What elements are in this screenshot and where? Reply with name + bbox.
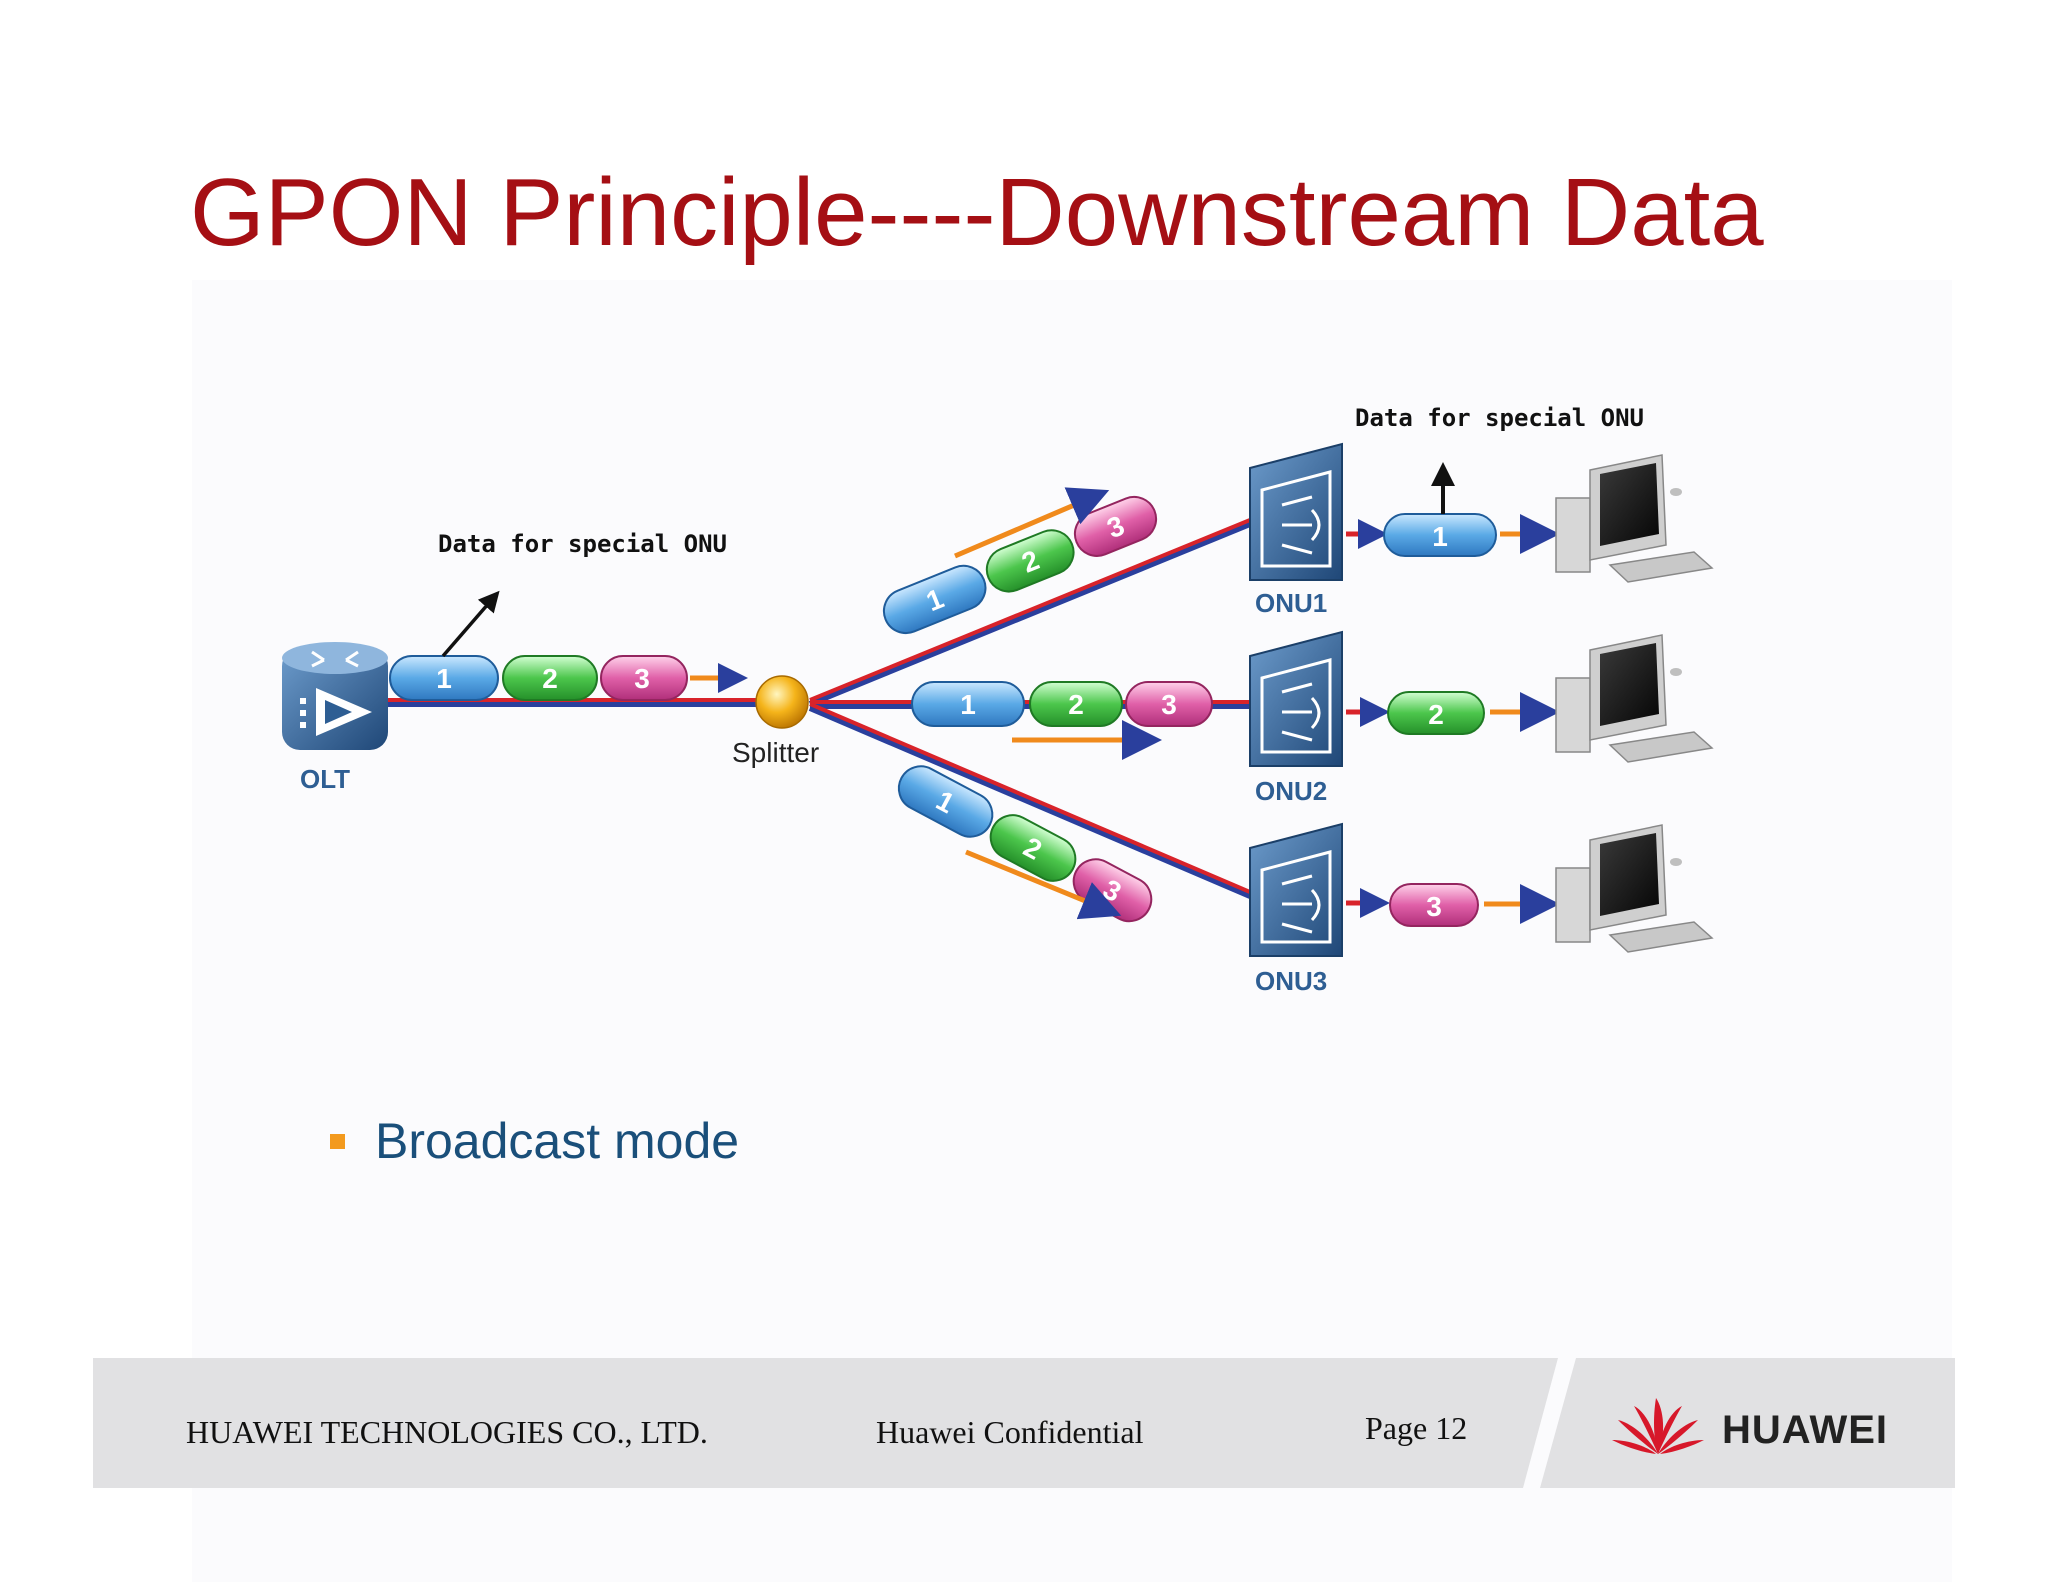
- olt-packet-3: 3: [600, 655, 688, 701]
- branch3-packet-2: 2: [989, 814, 1077, 882]
- olt-packet-1: 1: [389, 655, 499, 701]
- olt-packet-2-label: 2: [542, 663, 558, 694]
- delivered-packet-2: 2: [1387, 691, 1485, 735]
- delivered-packet-1: 1: [1383, 513, 1497, 557]
- branch1-packet-1: 1: [882, 564, 987, 635]
- onu3-label: ONU3: [1255, 966, 1327, 996]
- branch2-packet-1-label: 1: [960, 689, 976, 720]
- splitter-label: Splitter: [732, 737, 819, 768]
- fiber-branch-1: [808, 518, 1252, 707]
- branch2-packet-1: 1: [911, 681, 1025, 727]
- onu2-label: ONU2: [1255, 776, 1327, 806]
- slide-title: GPON Principle----Downstream Data: [190, 159, 1764, 266]
- branch2-packets: 1 2 3: [911, 681, 1213, 727]
- branch1-packet-2: 2: [985, 529, 1075, 593]
- fiber-branch-3: [808, 702, 1252, 899]
- branch2-packet-3-label: 3: [1161, 689, 1177, 720]
- branch3-flow-arrow: [965, 849, 1122, 920]
- olt-packet-1-label: 1: [436, 663, 452, 694]
- footer-confidential: Huawei Confidential: [876, 1414, 1144, 1450]
- onu1-label: ONU1: [1255, 588, 1327, 618]
- branch3-packets: 1 2 3: [897, 765, 1153, 923]
- olt-label: OLT: [300, 764, 350, 794]
- computer-3-icon: [1555, 824, 1714, 953]
- onu2-icon: [1249, 630, 1343, 767]
- branch2-packet-2: 2: [1029, 681, 1123, 727]
- onu3-icon: [1249, 822, 1343, 957]
- delivered-packet-3-label: 3: [1426, 891, 1442, 922]
- branch2-packet-3: 3: [1125, 681, 1213, 727]
- callout-top-text: Data for special ONU: [1355, 404, 1644, 432]
- huawei-logo-wordmark: HUAWEI: [1722, 1408, 1888, 1452]
- splitter-icon: [755, 675, 809, 729]
- delivered-packet-1-label: 1: [1432, 521, 1448, 552]
- branch1-flow-arrow: [954, 487, 1110, 559]
- footer-company: HUAWEI TECHNOLOGIES CO., LTD.: [186, 1414, 708, 1450]
- footer-bar: [93, 1358, 1955, 1488]
- bullet-text: Broadcast mode: [375, 1113, 740, 1169]
- olt-icon: [282, 642, 388, 750]
- bullet-item: Broadcast mode: [330, 1112, 739, 1170]
- olt-packet-2: 2: [502, 655, 598, 701]
- delivered-packet-3: 3: [1389, 883, 1479, 927]
- callout-left-text: Data for special ONU: [438, 530, 727, 558]
- callout-left-arrow: [441, 590, 500, 658]
- delivered-packet-2-label: 2: [1428, 699, 1444, 730]
- branch3-packet-1: 1: [897, 765, 994, 838]
- bullet-square-icon: [330, 1133, 345, 1149]
- computer-2-icon: [1555, 634, 1714, 763]
- huawei-logo-icon: [1612, 1398, 1704, 1454]
- onu1-icon: [1249, 442, 1343, 581]
- olt-packet-3-label: 3: [634, 663, 650, 694]
- branch2-packet-2-label: 2: [1068, 689, 1084, 720]
- branch3-packet-3: 3: [1072, 858, 1153, 923]
- computer-1-icon: [1555, 454, 1714, 583]
- footer-page: Page 12: [1365, 1410, 1468, 1446]
